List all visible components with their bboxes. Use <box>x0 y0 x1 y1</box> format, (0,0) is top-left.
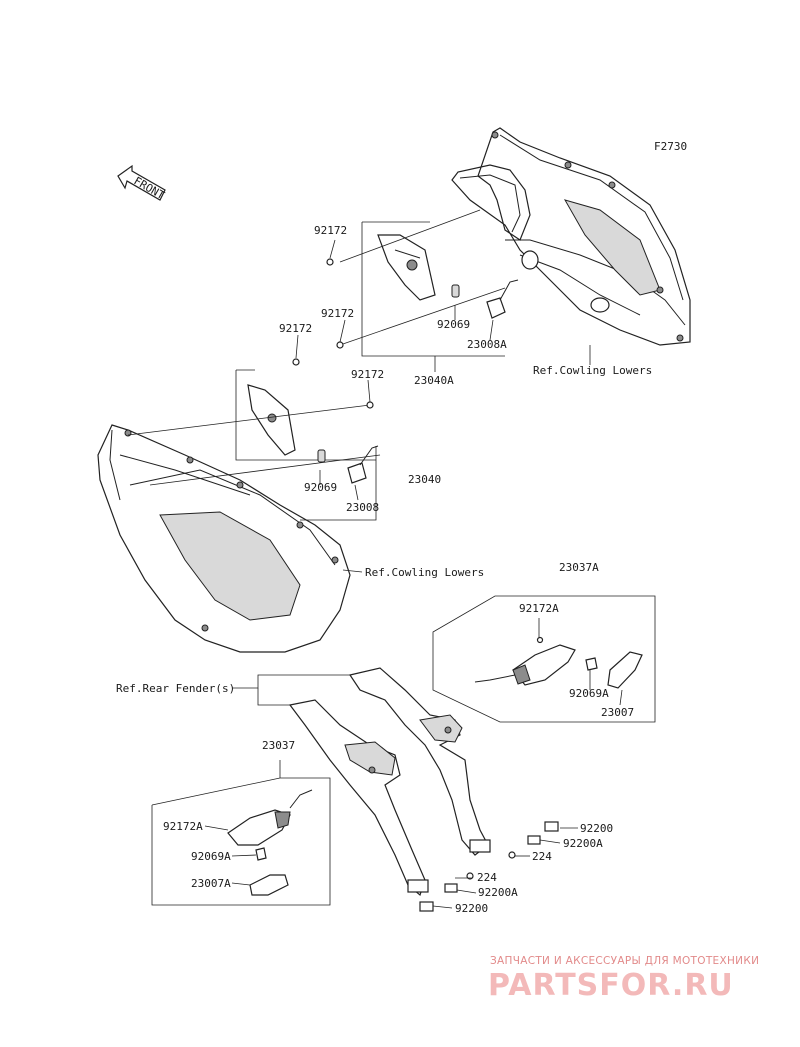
label-92172: 92172 <box>314 224 347 237</box>
label-92069: 92069 <box>437 318 470 331</box>
fastener-hardware <box>419 821 559 912</box>
label-92172a: 92172A <box>519 602 559 615</box>
leader-lines <box>204 239 623 909</box>
turn-signal-group-23037a <box>432 595 656 723</box>
label-92172: 92172 <box>351 368 384 381</box>
watermark-logo: PARTSFOR.RU <box>488 968 734 1003</box>
label-23008a: 23008A <box>467 338 507 351</box>
label-23007a: 23007A <box>191 877 231 890</box>
label-ref-cowling-lowers: Ref.Cowling Lowers <box>533 364 652 377</box>
left-side-cowling <box>97 424 351 653</box>
label-92069a: 92069A <box>191 850 231 863</box>
label-92200a: 92200A <box>563 837 603 850</box>
label-92200: 92200 <box>580 822 613 835</box>
right-side-cowling <box>451 127 691 346</box>
turn-signal-group-23037 <box>151 760 331 906</box>
label-92172a: 92172A <box>163 820 203 833</box>
label-23007: 23007 <box>601 706 634 719</box>
label-92200: 92200 <box>455 902 488 915</box>
label-92200a: 92200A <box>478 886 518 899</box>
label-92172: 92172 <box>321 307 354 320</box>
label-23037a: 23037A <box>559 561 599 574</box>
front-arrow-icon: FRONT <box>117 164 168 202</box>
label-92069a: 92069A <box>569 687 609 700</box>
bracket-assembly-23040a <box>326 209 519 372</box>
figure-code: F2730 <box>654 140 687 153</box>
label-ref-rear-fender: Ref.Rear Fender(s) <box>116 682 235 695</box>
label-224: 224 <box>477 871 497 884</box>
rear-fender-brackets <box>288 667 491 897</box>
label-ref-cowling-lowers: Ref.Cowling Lowers <box>365 566 484 579</box>
label-23040: 23040 <box>408 473 441 486</box>
label-23037: 23037 <box>262 739 295 752</box>
watermark-tagline: ЗАПЧАСТИ И АКСЕССУАРЫ ДЛЯ МОТОТЕХНИКИ <box>490 955 759 967</box>
label-224: 224 <box>532 850 552 863</box>
label-92172: 92172 <box>279 322 312 335</box>
label-92069: 92069 <box>304 481 337 494</box>
label-23008: 23008 <box>346 501 379 514</box>
label-23040a: 23040A <box>414 374 454 387</box>
front-arrow-label: FRONT <box>132 174 168 202</box>
bracket-assembly-23040 <box>127 358 381 521</box>
